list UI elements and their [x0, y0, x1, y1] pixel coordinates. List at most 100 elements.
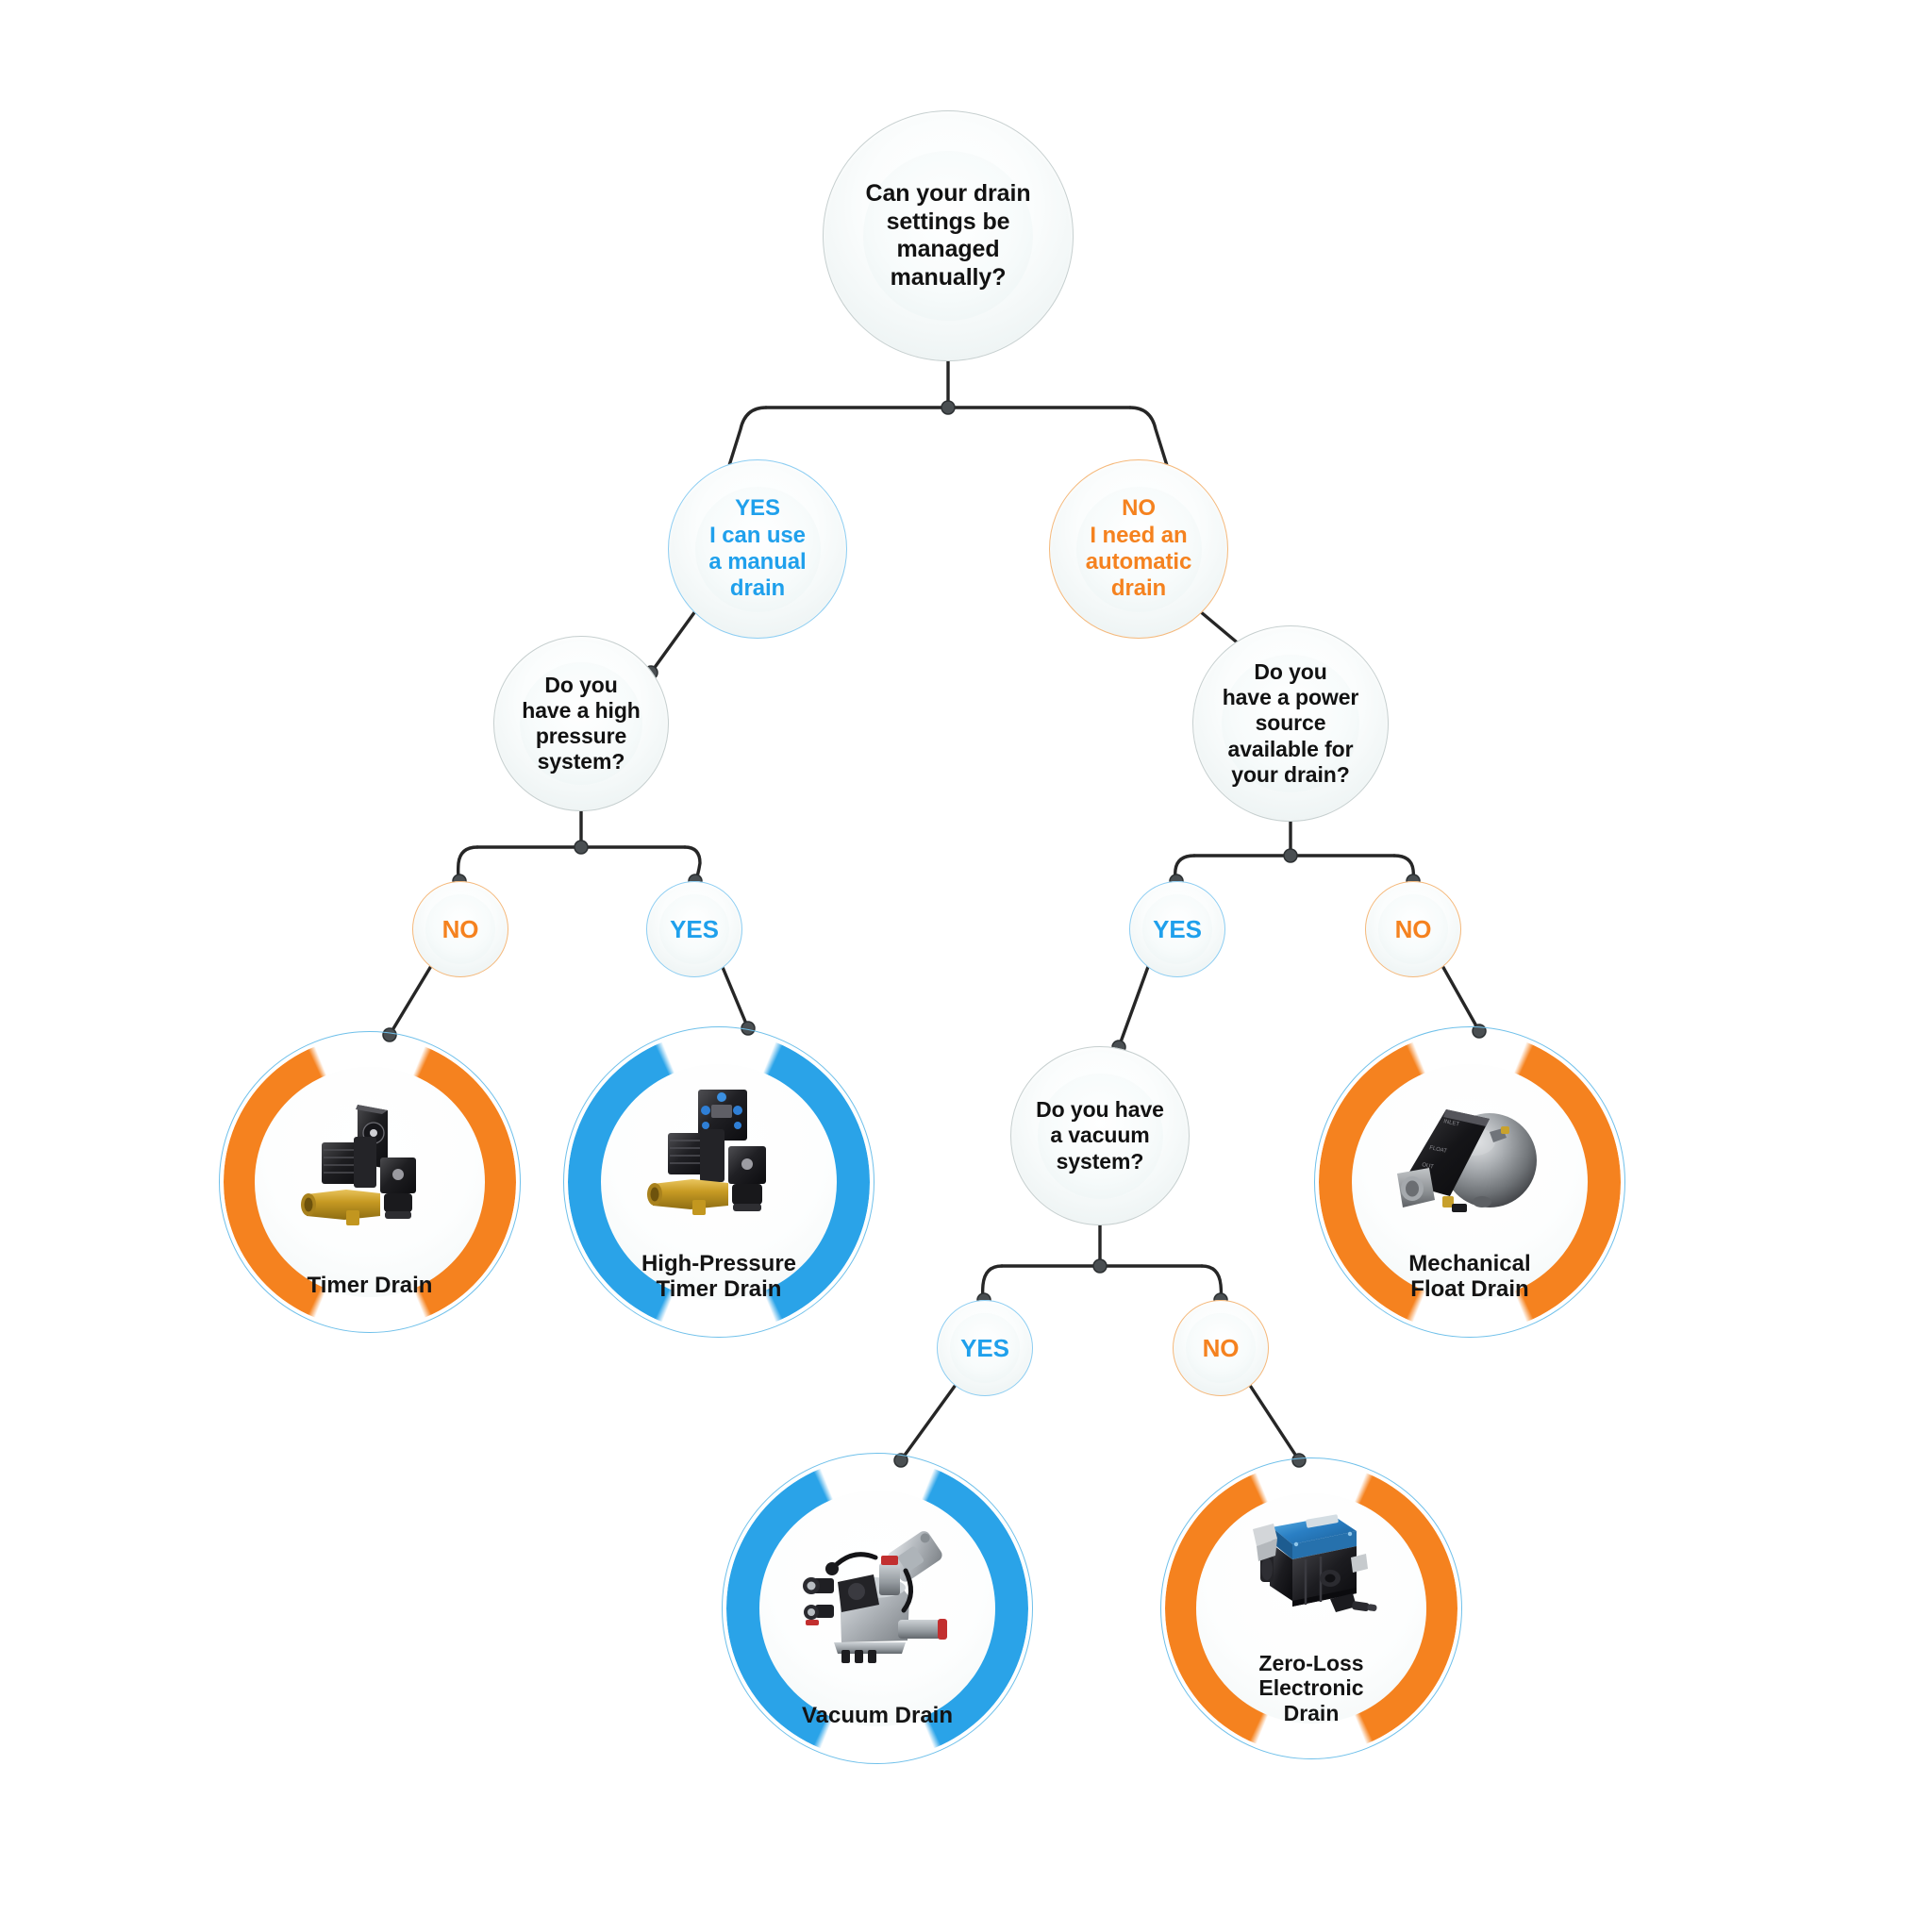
zero-loss-electronic-drain-photo [1203, 1493, 1420, 1650]
label-line: NO [1202, 1333, 1240, 1362]
node-answer-yes-power-source[interactable]: YES [1129, 881, 1225, 977]
edge-psyes-to-vacuum-question [1117, 962, 1151, 1049]
product-caption: Timer Drain [308, 1273, 433, 1303]
label-line: Do you have [1036, 1097, 1164, 1123]
node-label: YES [670, 915, 719, 944]
caption-line: High-Pressure [641, 1250, 797, 1276]
edge-hp-to-no [456, 845, 479, 883]
product-outline [1160, 1457, 1462, 1759]
label-line: YES [1153, 914, 1202, 943]
label-line: YES [670, 914, 719, 943]
product-caption: High-Pressure Timer Drain [641, 1251, 796, 1307]
node-label: YES [1153, 915, 1202, 944]
edge-vacno-to-zeroloss [1247, 1382, 1301, 1462]
label-line: available for [1227, 736, 1354, 761]
label-line: source [1255, 710, 1326, 736]
product-outline [219, 1031, 521, 1333]
node-answer-no-vacuum[interactable]: NO [1173, 1300, 1269, 1396]
product-content: Zero-Loss Electronic Drain [1203, 1493, 1420, 1729]
edge-junction-dots [382, 400, 1487, 1468]
product-content: Vacuum Drain [765, 1491, 990, 1733]
node-label: YES [960, 1334, 1009, 1363]
label-line: pressure [535, 724, 627, 748]
node-answer-yes-manual[interactable]: YES I can use a manual drain [668, 459, 847, 639]
node-question-vacuum-system[interactable]: Do you have a vacuum system? [1010, 1046, 1190, 1225]
label-line: drain [729, 575, 786, 602]
node-label: NO I need an automatic drain [1085, 495, 1192, 602]
edge-hpyes-to-hptimer [720, 963, 750, 1030]
node-root-question[interactable]: Can your drain settings be managed manua… [823, 110, 1074, 361]
edge-vacyes-to-vacuumdrain [899, 1383, 958, 1462]
caption-line: Zero-Loss [1258, 1650, 1364, 1675]
edge-vac-to-no [1200, 1264, 1224, 1302]
edge-power-to-yes [1173, 854, 1196, 883]
label-line: I need an [1090, 522, 1188, 548]
edge-psno-to-float [1440, 962, 1481, 1033]
high-pressure-timer-drain-photo [607, 1064, 831, 1251]
label-line: managed [896, 236, 1000, 262]
timer-drain-photo [261, 1067, 478, 1273]
edge-hp-to-yes [683, 845, 702, 883]
product-caption: Vacuum Drain [802, 1703, 953, 1733]
label-line: YES [735, 495, 780, 522]
node-label: NO [1395, 915, 1432, 944]
product-caption: Mechanical Float Drain [1408, 1251, 1530, 1307]
label-line: settings be [886, 208, 1010, 235]
vacuum-drain-photo [765, 1491, 990, 1704]
product-outline [722, 1453, 1033, 1764]
node-question-high-pressure[interactable]: Do you have a high pressure system? [493, 636, 669, 811]
node-product-mechanical-float-drain[interactable]: INLET FLOAT OUT Mechanic [1314, 1026, 1625, 1338]
label-line: your drain? [1231, 761, 1350, 787]
label-line: a manual [708, 549, 807, 575]
node-answer-no-power-source[interactable]: NO [1365, 881, 1461, 977]
label-line: YES [960, 1333, 1009, 1362]
edge-hpno-to-timer [388, 964, 433, 1037]
edge-vac-to-yes [980, 1264, 1004, 1302]
label-line: have a high [522, 697, 641, 723]
label-line: have a power [1222, 685, 1359, 710]
node-product-high-pressure-timer-drain[interactable]: High-Pressure Timer Drain [563, 1026, 874, 1338]
label-line: automatic [1085, 549, 1192, 575]
node-answer-no-high-pressure[interactable]: NO [412, 881, 508, 977]
label-line: NO [1394, 914, 1432, 943]
node-product-timer-drain[interactable]: Timer Drain [219, 1031, 521, 1333]
product-content: High-Pressure Timer Drain [607, 1064, 831, 1307]
node-answer-yes-high-pressure[interactable]: YES [646, 881, 742, 977]
label-line: I can use [709, 522, 806, 548]
caption-line: Timer Drain [307, 1273, 433, 1299]
node-label: Do you have a vacuum system? [1036, 1097, 1164, 1174]
node-product-zero-loss-electronic-drain[interactable]: Zero-Loss Electronic Drain [1160, 1457, 1462, 1759]
label-line: NO [441, 914, 479, 943]
edge-power-to-no [1392, 854, 1416, 883]
caption-line: Drain [1283, 1700, 1340, 1725]
edge-yes-to-hp-question [649, 609, 697, 675]
product-content: Timer Drain [261, 1067, 478, 1303]
node-answer-yes-vacuum[interactable]: YES [937, 1300, 1033, 1396]
caption-line: Float Drain [1410, 1276, 1529, 1303]
label-line: manually? [890, 263, 1007, 291]
product-caption: Zero-Loss Electronic Drain [1258, 1651, 1363, 1729]
node-question-power-source[interactable]: Do you have a power source available for… [1192, 625, 1389, 822]
caption-line: Electronic [1258, 1675, 1364, 1701]
label-line: system? [537, 749, 625, 774]
caption-line: Mechanical [1408, 1250, 1531, 1276]
product-content: INLET FLOAT OUT Mechanic [1357, 1064, 1582, 1307]
node-label: Do you have a high pressure system? [522, 672, 641, 775]
node-label: Do you have a power source available for… [1223, 659, 1359, 788]
svg-text:FLOAT: FLOAT [1429, 1145, 1448, 1155]
label-line: NO [1122, 495, 1156, 522]
node-label: NO [1203, 1334, 1240, 1363]
label-line: Do you [1254, 659, 1327, 685]
label-line: Do you [544, 672, 618, 697]
label-line: Can your drain [865, 180, 1031, 207]
svg-text:OUT: OUT [1422, 1162, 1435, 1171]
node-label: Can your drain settings be managed manua… [865, 180, 1030, 291]
mechanical-float-drain-photo: INLET FLOAT OUT [1357, 1064, 1582, 1251]
label-line: drain [1110, 575, 1167, 602]
label-line: system? [1056, 1148, 1144, 1174]
node-answer-no-automatic[interactable]: NO I need an automatic drain [1049, 459, 1228, 639]
caption-line: Timer Drain [656, 1276, 782, 1303]
node-product-vacuum-drain[interactable]: Vacuum Drain [722, 1453, 1033, 1764]
node-label: YES I can use a manual drain [708, 495, 806, 602]
